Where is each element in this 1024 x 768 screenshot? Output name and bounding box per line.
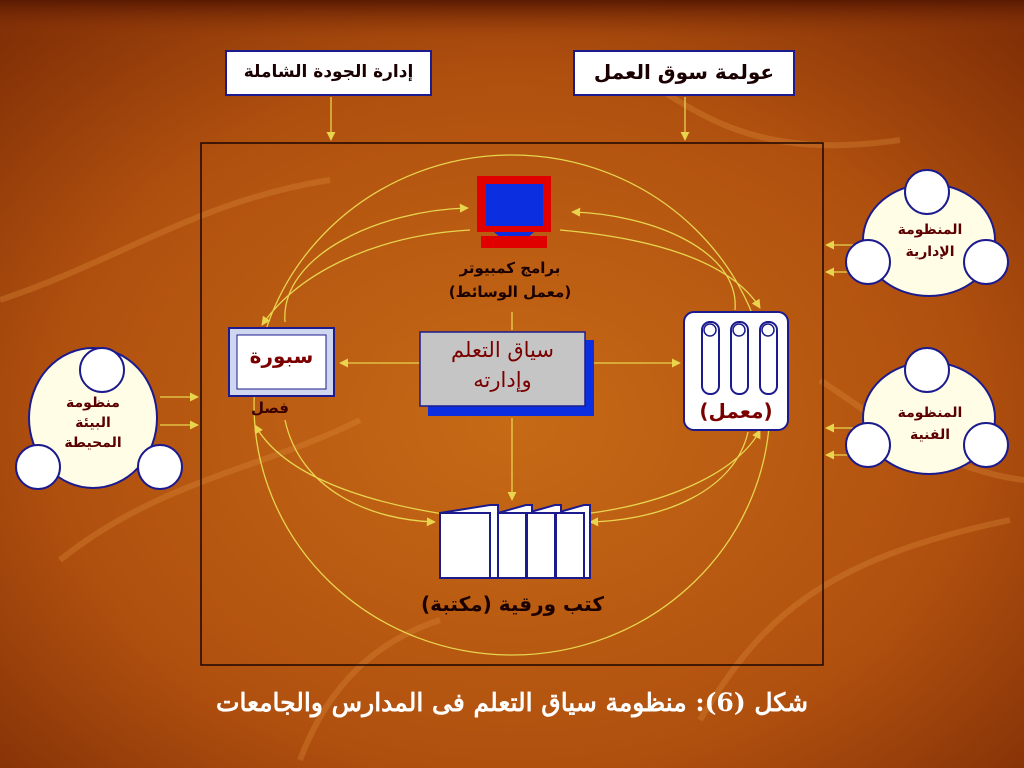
curve-books-lab: [574, 429, 761, 516]
environment-label-line3: المحيطة: [64, 435, 122, 451]
admin-system-shape: [845, 169, 1009, 297]
curve-lab-books: [589, 431, 749, 527]
center-box-shape: [419, 331, 594, 416]
environment-system-shape: [15, 347, 183, 490]
curve-board-computer: [284, 203, 469, 323]
curve-lab-computer: [571, 207, 736, 311]
quality-box: إدارة الجودة الشاملة: [225, 50, 432, 96]
board-icon: [228, 327, 335, 397]
environment-label-line2: البيئة: [75, 415, 111, 431]
figure-caption: شكل (6): منظومة سياق التعلم فى المدارس و…: [215, 688, 809, 717]
background-leaf-veins: [0, 57, 1024, 762]
technical-system-shape: [845, 347, 1009, 475]
computer-label-line1: برامج كمبيوتر: [459, 259, 561, 277]
computer-monitor-icon: [477, 176, 551, 248]
books-icon: [439, 504, 591, 579]
environment-label-line1: منظومة: [66, 395, 120, 411]
curve-computer-board: [261, 229, 471, 326]
curve-books-board: [254, 424, 451, 516]
curve-computer-lab: [559, 229, 761, 309]
computer-label-line2: (معمل الوسائط): [448, 283, 572, 301]
center-label-line2: وإدارته: [473, 368, 532, 392]
center-label-line1: سياق التعلم: [451, 338, 554, 362]
technical-label-line2: الفنية: [909, 427, 951, 443]
books-label: كتب ورقية (مكتبة): [421, 592, 604, 616]
technical-label-line1: المنظومة: [897, 405, 963, 421]
main-frame: [200, 142, 824, 666]
lab-label: (معمل): [699, 399, 773, 423]
admin-label-line2: الإدارية: [905, 244, 955, 260]
admin-label-line1: المنظومة: [897, 222, 963, 238]
board-sublabel: فصل: [251, 399, 289, 417]
globalization-box: عولمة سوق العمل: [573, 50, 795, 96]
lab-icon: [683, 311, 789, 431]
curve-board-books: [284, 419, 436, 527]
board-label: سبورة: [249, 344, 314, 368]
